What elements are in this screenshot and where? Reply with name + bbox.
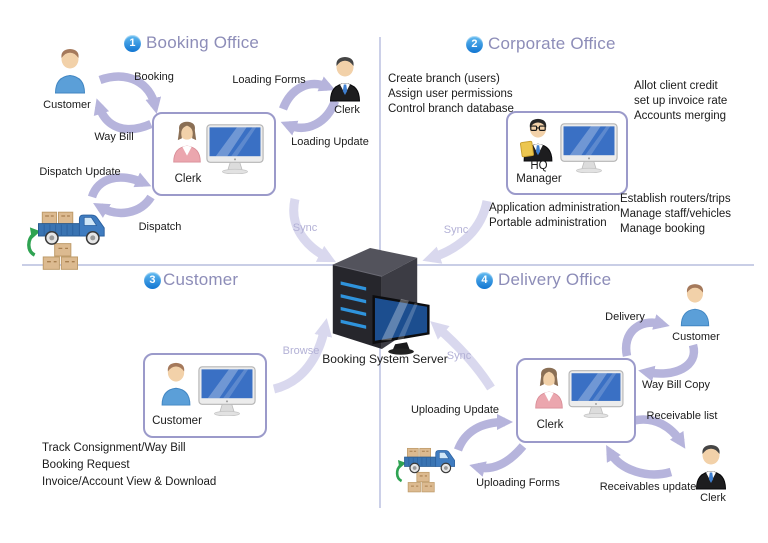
arrow-loading-forms [279, 76, 336, 111]
title-text: Booking Office [146, 33, 260, 52]
arrow-sync-q4 [430, 321, 495, 391]
note-line: Allot client credit [634, 80, 718, 92]
arrow-label-dispatch: Dispatch [138, 221, 182, 233]
arrow-label-uploading-update: Uploading Update [410, 404, 500, 416]
arrow-delivery [621, 314, 670, 357]
number-badge-3: 3 [144, 271, 161, 289]
arrow-way-bill [93, 98, 153, 134]
note-line: Track Consignment/Way Bill [42, 442, 186, 454]
title-text: Corporate Office [488, 34, 616, 53]
arrow-label-sync-q4: Sync [446, 350, 472, 362]
note-line: Control branch database [388, 103, 514, 115]
customer-icon [158, 360, 194, 406]
arrow-booking [98, 72, 162, 114]
title-text: Customer [163, 270, 239, 289]
arrow-label-delivery: Delivery [605, 311, 645, 323]
note-line: Establish routers/trips [620, 193, 731, 205]
clerk-label: Clerk [174, 173, 202, 185]
arrow-loading-update [280, 99, 339, 136]
arrow-receivables-update [606, 445, 673, 479]
arrow-uploading-forms [469, 443, 527, 477]
clerk-label: Clerk [536, 419, 564, 431]
customer-label: Customer [43, 99, 91, 111]
delivery-truck-icon [22, 196, 114, 276]
title-booking-office: 1 Booking Office [124, 33, 259, 53]
corporate-application-notes: Application administration Portable admi… [489, 201, 620, 231]
arrow-dispatch [93, 194, 155, 218]
arrow-label-receivables-update: Receivables update [599, 481, 697, 493]
note-line: Manage booking [620, 223, 706, 235]
clerk-man-icon [692, 442, 730, 490]
note-line: Booking Request [42, 459, 130, 471]
number-badge-4: 4 [476, 271, 493, 289]
customer-label: Customer [672, 331, 720, 343]
hq-manager-label: HQ Manager [516, 160, 562, 185]
clerk-woman-icon [532, 365, 566, 409]
arrow-label-loading-forms: Loading Forms [232, 74, 306, 86]
arrow-label-receivable-list: Receivable list [646, 410, 718, 422]
clerk-woman-icon [170, 119, 204, 163]
note-line: Assign user permissions [388, 88, 513, 100]
arrow-browse-q3 [272, 318, 333, 394]
arrow-dispatch-update [87, 172, 152, 199]
note-line: set up invoice rate [634, 95, 728, 107]
arrow-label-uploading-forms: Uploading Forms [476, 477, 560, 489]
customer-icon [52, 46, 88, 94]
arrow-label-dispatch-update: Dispatch Update [39, 166, 121, 178]
arrow-label-way-bill-copy: Way Bill Copy [641, 379, 711, 391]
title-customer: 3 Customer [144, 270, 238, 290]
note-line: Application administration [489, 202, 621, 214]
title-delivery-office: 4 Delivery Office [476, 270, 611, 290]
title-text: Delivery Office [498, 270, 612, 289]
arrow-label-way-bill: Way Bill [94, 131, 134, 143]
clerk-label: Clerk [700, 492, 726, 504]
server-monitor-icon [371, 293, 435, 356]
arrow-label-booking: Booking [134, 71, 174, 83]
note-line: Accounts merging [634, 110, 727, 122]
corporate-admin-notes: Create branch (users) Assign user permis… [388, 72, 514, 117]
computer-icon [206, 124, 264, 174]
arrow-sync-q2 [422, 200, 492, 264]
title-corporate-office: 2 Corporate Office [466, 34, 616, 54]
arrow-receivable-list [630, 415, 686, 449]
computer-icon [198, 366, 256, 416]
customer-label: Customer [152, 415, 202, 427]
clerk-man-icon [326, 54, 364, 102]
arrow-way-bill-copy [638, 343, 699, 382]
note-line: Create branch (users) [388, 73, 500, 85]
customer-icon [678, 281, 712, 327]
arrow-label-loading-update: Loading Update [291, 136, 369, 148]
server-label: Booking System Server [322, 352, 448, 366]
arrow-label-browse: Browse [282, 345, 320, 357]
corporate-credit-notes: Allot client credit set up invoice rate … [634, 79, 727, 124]
number-badge-1: 1 [124, 34, 141, 52]
hq-manager-icon [520, 116, 556, 162]
arrow-uploading-update [454, 414, 513, 452]
customer-actions-notes: Track Consignment/Way Bill Booking Reque… [42, 440, 216, 491]
note-line: Manage staff/vehicles [620, 208, 732, 220]
delivery-truck-icon [392, 436, 462, 497]
computer-icon [560, 123, 618, 173]
arrow-sync-q1 [289, 198, 336, 263]
computer-icon [568, 370, 624, 418]
number-badge-2: 2 [466, 35, 483, 53]
note-line: Invoice/Account View & Download [42, 476, 217, 488]
corporate-manage-notes: Establish routers/trips Manage staff/veh… [620, 192, 731, 237]
arrow-label-sync-q2: Sync [443, 224, 469, 236]
clerk-label: Clerk [334, 104, 360, 116]
arrow-label-sync-q1: Sync [292, 222, 318, 234]
note-line: Portable administration [489, 217, 607, 229]
